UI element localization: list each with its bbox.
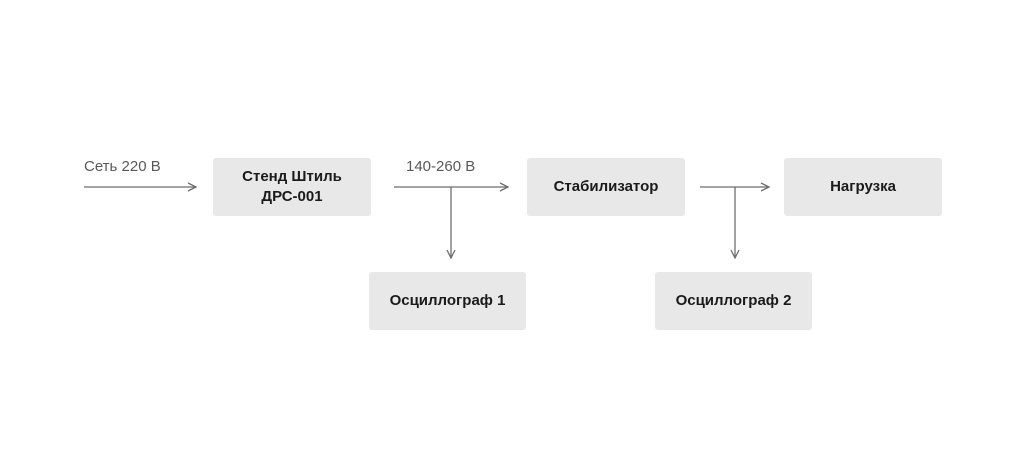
load-node: Нагрузка [784,158,942,216]
oscilloscope-2-node: Осциллограф 2 [655,272,812,330]
stabilizer-node: Стабилизатор [527,158,685,216]
voltage-range-label: 140-260 В [406,158,476,175]
oscilloscope-1-node: Осциллограф 1 [369,272,526,330]
stand-node: Стенд Штиль ДРС-001 [213,158,371,216]
mains-label: Сеть 220 В [84,158,161,175]
